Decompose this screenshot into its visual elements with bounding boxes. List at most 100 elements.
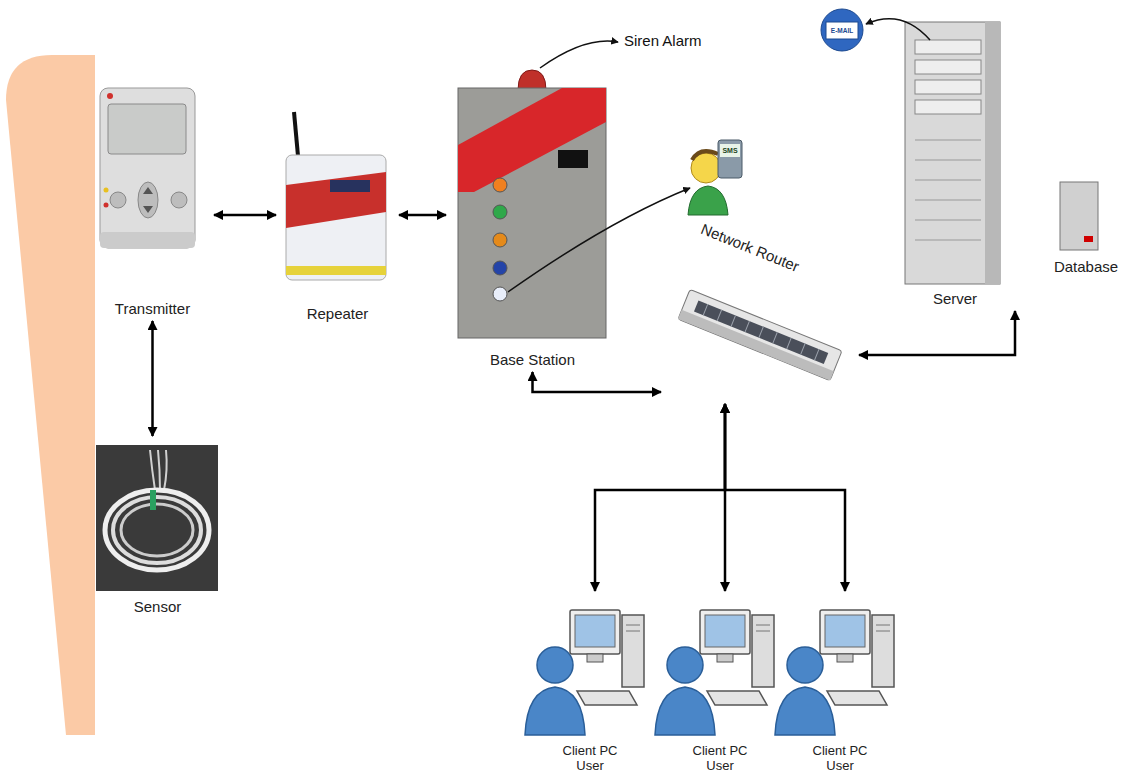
sensor-node: Sensor [95,440,220,615]
server-tower [915,40,981,54]
router-device [678,310,834,381]
node-caption: Client PC User [682,743,758,773]
repeater-device [286,112,386,280]
sensor-photo [96,445,218,591]
node-caption: Sensor [134,598,182,615]
node-caption: Client PC User [552,743,628,773]
server-tower [985,22,1000,284]
server-tower [915,100,981,114]
database-box [1060,182,1098,250]
node-caption: Repeater [307,305,369,322]
server-tower [915,160,981,161]
node-caption: Base Station [490,351,575,368]
side-band [6,55,95,735]
client-pc-figure [655,610,774,735]
base-station-cabinet [493,205,507,219]
repeater-device [286,266,386,275]
transmitter-device [100,88,195,248]
transmitter-device [104,203,109,208]
node-caption: Network Router [699,220,802,275]
phone-user-icon [718,140,742,178]
client-pc-figure [775,610,894,735]
transmitter-device [108,104,186,154]
email-arrow [866,19,930,40]
router-device [678,289,842,380]
server-node: Server [890,15,1020,307]
sensor-photo [113,497,201,563]
connector-arrow [399,214,446,217]
transmitter-device [143,187,153,213]
sms-text: SMS [722,147,737,155]
transmitter-device [104,188,109,193]
base-station-cabinet [458,88,606,192]
database-box [1060,182,1098,250]
router-node: Network Router [665,210,855,400]
transmitter-node: Transmitter [95,82,210,317]
phone-user-icon [692,151,718,160]
connector-arrow [533,372,662,392]
client-node: Client PC User [775,595,905,773]
router-device [678,289,842,380]
transmitter-device [171,192,187,208]
server-tower [915,140,981,141]
node-caption: Transmitter [115,300,190,317]
phone-user-icon [688,186,728,215]
connector-arrow [859,311,1015,355]
server-tower [915,220,981,221]
router-device [694,300,828,364]
database-node: Database [1048,175,1124,275]
transmitter-device [100,232,195,248]
node-caption: Database [1054,258,1118,275]
phone-user-icon [720,144,740,157]
email-icon [821,9,863,51]
base-station-cabinet [458,70,606,338]
base-station-cabinet [558,150,588,168]
server-tower [915,240,981,241]
phone-user-icon [688,140,742,215]
transmitter-device [100,88,195,248]
sensor-photo [150,450,167,490]
node-caption: Client PC User [802,743,878,773]
email-icon [821,9,863,51]
repeater-device [286,155,386,280]
sensor-photo [150,490,156,510]
base-station-cabinet [458,88,606,338]
sensor-photo [105,490,209,570]
base-station-cabinet [493,178,507,192]
repeater-device [330,180,370,192]
server-tower [915,80,981,94]
node-caption: Server [933,290,977,307]
email-text: E-MAIL [831,27,853,34]
transmitter-device [110,192,126,208]
alarm-label: Siren Alarm [624,33,702,50]
client-node: Client PC User [655,595,785,773]
connector-arrow [151,321,154,436]
server-tower [915,200,981,201]
base-station-cabinet [493,233,507,247]
sensor-photo [96,445,218,591]
connector-arrow [595,404,725,591]
repeater-node: Repeater [280,100,395,322]
server-tower [915,180,981,181]
server-tower [905,22,1000,284]
sms-arrow [508,188,690,292]
base-station-node: Base Station [450,75,615,368]
client-node: Client PC User [525,595,655,773]
transmitter-device [138,182,158,218]
server-tower [905,22,1000,284]
base-station-cabinet [493,287,507,301]
database-box [1084,236,1093,242]
base-station-cabinet [518,70,546,90]
connector-arrow [214,214,276,217]
server-tower [915,60,981,74]
router-device [703,304,819,360]
sensor-photo [121,504,193,556]
email-icon [826,22,858,39]
connector-arrow [725,404,845,591]
repeater-device [294,112,298,156]
client-pc-figure [525,610,644,735]
repeater-device [286,172,386,228]
base-station-cabinet [493,261,507,275]
